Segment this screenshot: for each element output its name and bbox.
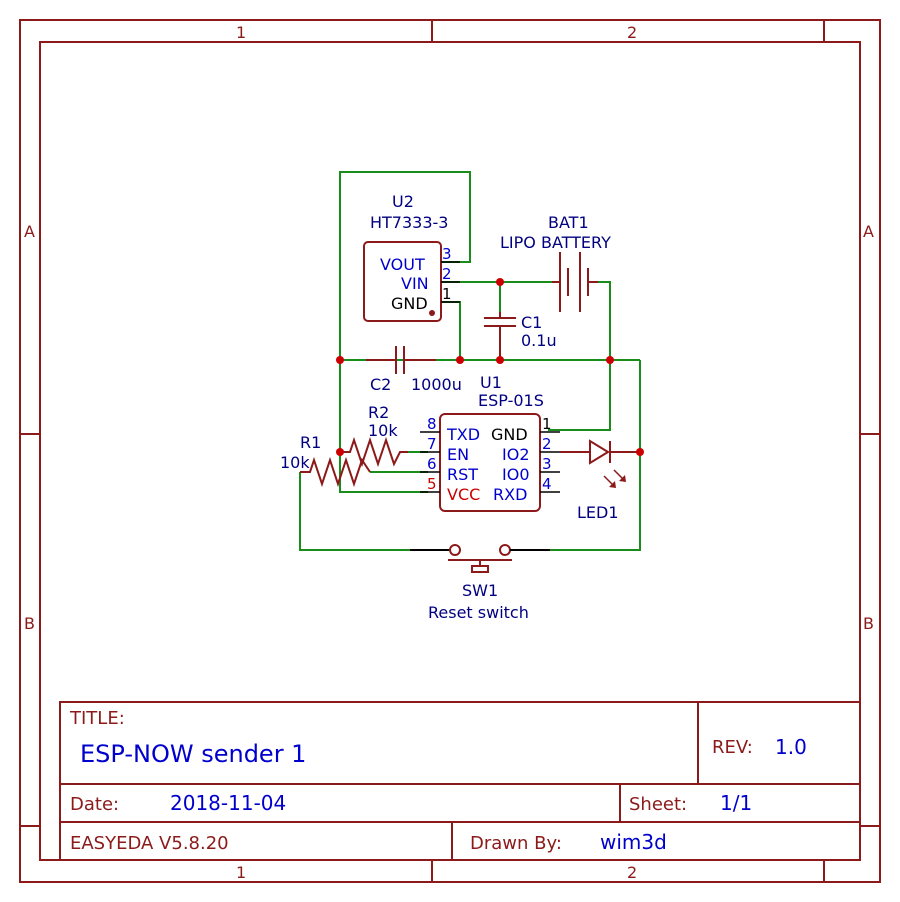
u1-pin2-num: 2 [542,435,552,453]
r2-value: 10k [368,421,398,440]
u1-pin4-num: 4 [542,475,552,493]
u1-pin4-name: RXD [493,485,527,504]
sheet-value: 1/1 [720,791,752,815]
led1-ref: LED1 [577,503,619,522]
bat1-value: LIPO BATTERY [500,233,611,252]
frame-row-b-right: B [863,614,874,633]
c1-ref: C1 [521,313,542,332]
sw1-ref: SW1 [462,581,498,600]
r2-ref: R2 [368,403,389,422]
r1-resistor[interactable]: R1 10k [280,433,371,488]
rev-label: REV: [712,737,753,758]
u1-pin3-name: IO0 [502,465,530,484]
title-value: ESP-NOW sender 1 [80,740,306,768]
frame-col-2-top: 2 [627,23,637,42]
c2-value: 1000u [411,375,462,394]
frame-row-b-left: B [24,614,35,633]
u1-pin8-name: TXD [446,425,480,444]
c2-capacitor[interactable]: C2 1000u [366,346,462,394]
u1-pin5-name: VCC [447,485,480,504]
u2-value: HT7333-3 [370,213,448,232]
sheet-label: Sheet: [629,794,687,815]
u1-pin2-name: IO2 [502,445,530,464]
u1-pin1-num: 1 [542,415,552,433]
rev-value: 1.0 [775,735,807,759]
u1-pin8-num: 8 [427,415,437,433]
u1-value: ESP-01S [478,391,544,410]
frame-col-1-top: 1 [236,23,246,42]
u1-pin7-name: EN [447,445,469,464]
led1-diode[interactable]: LED1 [560,439,640,522]
u1-pin6-name: RST [447,465,478,484]
drawn-by-value: wim3d [600,830,667,854]
u2-pin1-name: GND [391,294,428,313]
frame-row-a-right: A [863,222,874,241]
r1-ref: R1 [300,433,321,452]
date-label: Date: [70,794,119,815]
u1-pin7-num: 7 [427,435,437,453]
junctions [336,278,644,456]
u2-pin3-num: 3 [442,245,452,263]
c1-capacitor[interactable]: C1 0.1u [484,312,557,360]
frame-row-a-left: A [24,222,35,241]
sw1-value: Reset switch [428,603,529,622]
u2-ref: U2 [392,192,414,211]
u1-pin5-num: 5 [427,475,437,493]
u1-pin1-name: GND [491,425,528,444]
c2-ref: C2 [370,375,391,394]
sw1-switch[interactable]: SW1 Reset switch [410,544,550,622]
u1-pin6-num: 6 [427,455,437,473]
u2-pin2-name: VIN [401,274,429,293]
u1-pin3-num: 3 [542,455,552,473]
u2-pin1-num: 1 [442,285,452,303]
r1-value: 10k [280,453,310,472]
title-block: TITLE: ESP-NOW sender 1 REV: 1.0 Date: 2… [59,701,861,861]
drawn-by-label: Drawn By: [470,833,562,854]
frame-col-2-bottom: 2 [627,863,637,882]
bat1-battery[interactable]: BAT1 LIPO BATTERY [500,213,611,312]
u1-esp01s[interactable]: U1 ESP-01S TXD EN RST VCC 8 7 6 5 GND IO… [420,373,560,512]
u2-regulator[interactable]: U2 HT7333-3 VOUT VIN GND 3 2 1 [363,192,460,322]
title-label: TITLE: [69,708,125,729]
u1-ref: U1 [480,373,502,392]
bat1-ref: BAT1 [548,213,589,232]
frame-col-1-bottom: 1 [236,863,246,882]
r2-resistor[interactable]: R2 10k [340,403,408,468]
c1-value: 0.1u [521,331,557,350]
date-value: 2018-11-04 [170,791,286,815]
u2-pin2-num: 2 [442,265,452,283]
tool-name: EASYEDA V5.8.20 [70,833,229,854]
u2-pin3-name: VOUT [380,255,425,274]
